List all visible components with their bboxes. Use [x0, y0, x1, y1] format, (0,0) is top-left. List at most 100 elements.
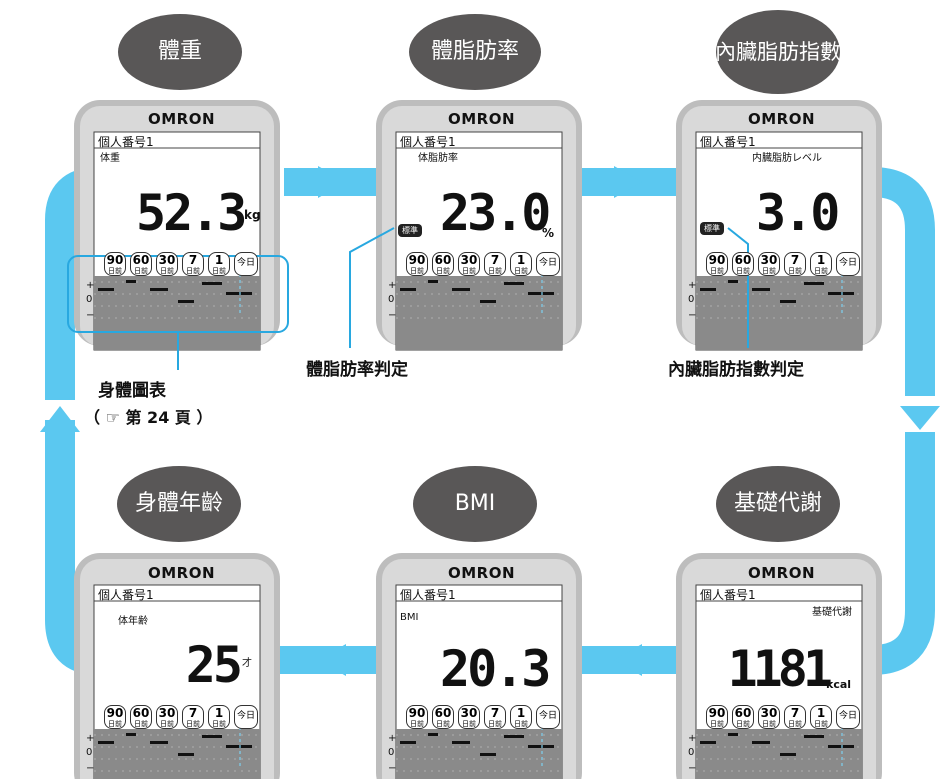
panel-weight-axis-zero: 0	[86, 294, 93, 305]
bubble-weight	[118, 14, 242, 90]
period-number: 7	[790, 253, 800, 267]
panel-weight-axis-plus: +	[86, 280, 95, 291]
period-number: 90	[708, 706, 726, 720]
panel-visceral-today-button[interactable]: 今日	[836, 252, 860, 276]
panel-bmr-trend-bar	[728, 733, 738, 736]
panel-visceral-trend-bar	[804, 282, 824, 285]
panel-weight-trend-bar	[226, 292, 252, 295]
period-number: 60	[734, 253, 752, 267]
callout-body-fat-judgment: 體脂肪率判定	[306, 360, 408, 380]
period-sub-label: 日前	[462, 720, 476, 728]
bubble-body-fat-label: 體脂肪率	[430, 39, 519, 65]
period-sub-label: 日前	[488, 267, 502, 275]
panel-bmr-trend-bar	[804, 735, 824, 738]
panel-visceral-user-number: 個人番号1	[700, 135, 756, 149]
callout-line-visceral	[727, 227, 749, 348]
loop-right-upper	[871, 167, 935, 396]
panel-weight-brand: OMRON	[148, 110, 216, 128]
panel-bmi-axis-zero: 0	[388, 747, 395, 758]
panel-body-age-axis-zero: 0	[86, 747, 93, 758]
panel-body-fat-graph	[396, 276, 562, 350]
panel-weight-today-button[interactable]: 今日	[234, 252, 258, 276]
period-sub-label: 日前	[186, 267, 200, 275]
panel-body-age-axis-plus: +	[86, 733, 95, 744]
period-number: 30	[760, 706, 778, 720]
panel-weight-trend-bar	[178, 300, 194, 303]
panel-visceral-axis-minus: −	[688, 310, 697, 321]
panel-body-fat-judgment-badge: 標準	[398, 224, 422, 237]
panel-bmr-today-button[interactable]: 今日	[836, 705, 860, 729]
period-sub-label: 日前	[436, 267, 450, 275]
panel-weight-trend-bar	[126, 280, 136, 283]
panel-body-fat-trend-bar	[528, 292, 554, 295]
callout-body-chart-page-ref: （ ☞ 第 24 頁 ）	[84, 408, 213, 427]
panel-bmi-graph	[396, 729, 562, 779]
panel-bmr-axis-minus: −	[688, 763, 697, 774]
period-sub-label: 日前	[788, 720, 802, 728]
panel-body-age-today-button[interactable]: 今日	[234, 705, 258, 729]
period-sub-label: 日前	[410, 720, 424, 728]
bubble-visceral-fat	[716, 10, 840, 94]
period-sub-label: 日前	[410, 267, 424, 275]
panel-visceral-judgment-badge: 標準	[700, 222, 724, 235]
panel-body-age-metric-label: 体年齢	[118, 616, 148, 627]
panel-visceral-trend-bar	[700, 288, 716, 291]
panel-body-age-axis-minus: −	[86, 763, 95, 774]
panel-body-fat-today-button[interactable]: 今日	[536, 252, 560, 276]
period-number: 30	[460, 253, 478, 267]
period-sub-label: 日前	[514, 720, 528, 728]
period-number: 7	[490, 706, 500, 720]
arrow-up-icon	[40, 406, 80, 432]
panel-visceral-trend-bar	[752, 288, 770, 291]
period-sub-label: 日前	[186, 720, 200, 728]
panel-weight-user-number: 個人番号1	[98, 135, 154, 149]
panel-bmi-today-button[interactable]: 今日	[536, 705, 560, 729]
panel-bmr-axis-plus: +	[688, 733, 697, 744]
panel-bmr-user-number: 個人番号1	[700, 588, 756, 602]
period-number: 7	[790, 706, 800, 720]
period-number: 7	[188, 253, 198, 267]
period-number: 1	[816, 253, 826, 267]
panel-visceral-axis-zero: 0	[688, 294, 695, 305]
period-number: 1	[214, 253, 224, 267]
bubble-bmr-label: 基礎代謝	[733, 491, 822, 517]
period-sub-label: 日前	[134, 720, 148, 728]
panel-visceral-axis-plus: +	[688, 280, 697, 291]
period-sub-label: 日前	[788, 267, 802, 275]
period-sub-label: 日前	[212, 720, 226, 728]
period-number: 1	[516, 253, 526, 267]
period-sub-label: 日前	[736, 720, 750, 728]
panel-body-fat-trend-bar	[480, 300, 496, 303]
period-number: 1	[816, 706, 826, 720]
